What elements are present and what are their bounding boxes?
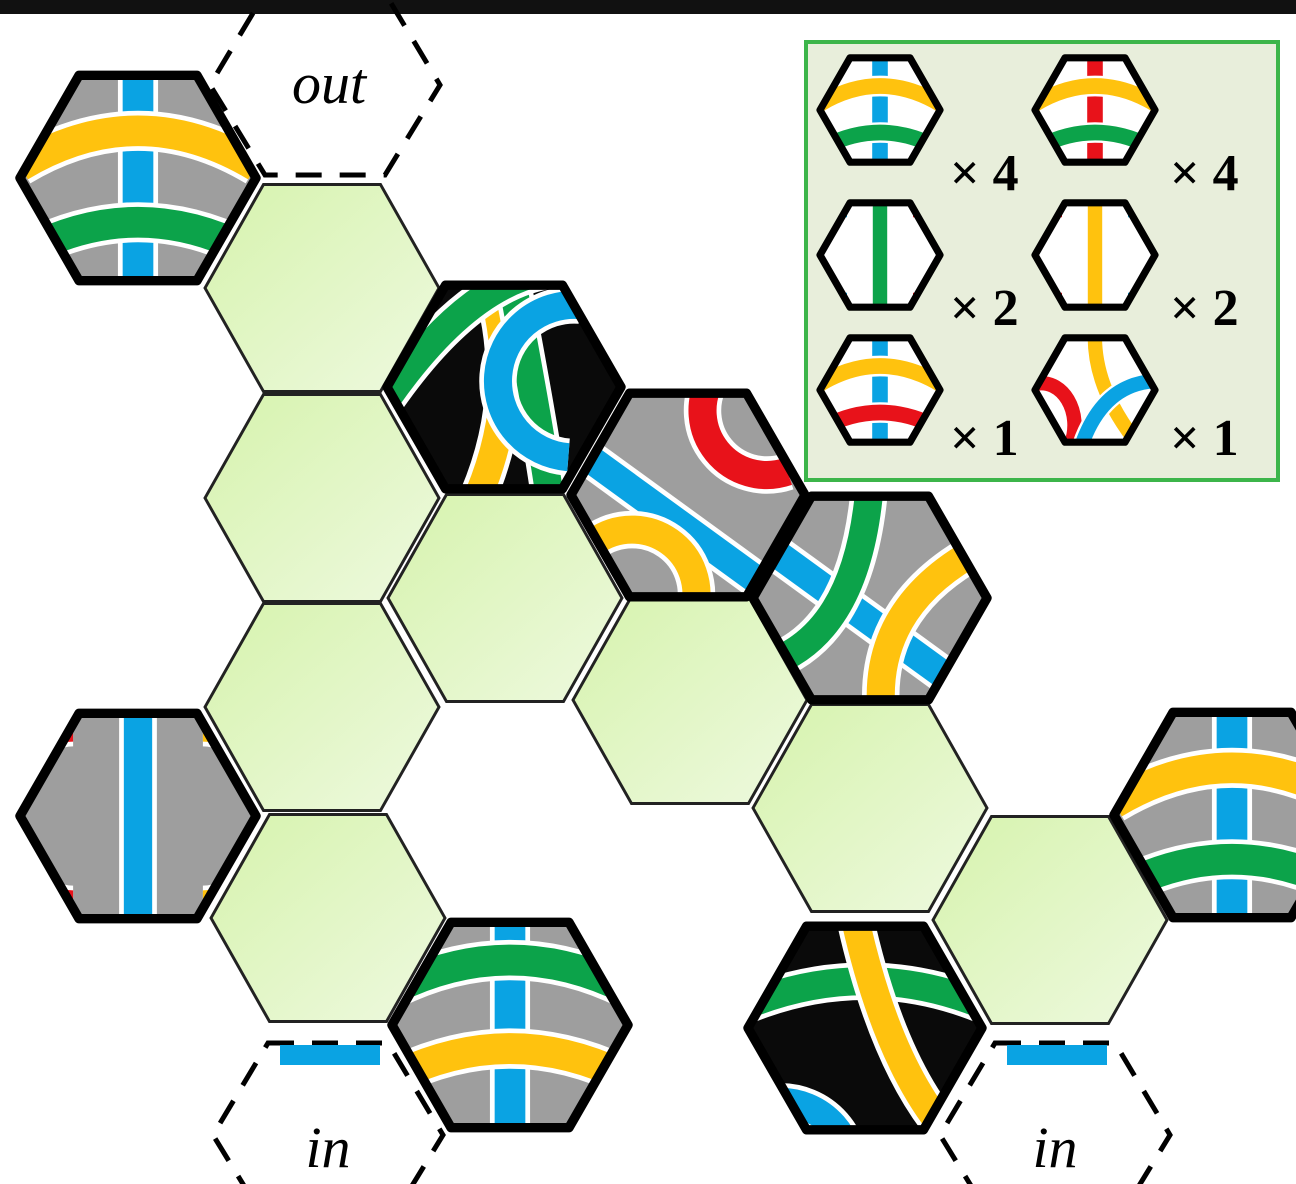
entry-marker [280, 1045, 380, 1065]
empty-slot[interactable] [203, 601, 441, 813]
in-label-right: in [1032, 1115, 1077, 1180]
count-label: × 2 [950, 280, 1019, 337]
in-slot-right: in [937, 1040, 1173, 1184]
placed-tile[interactable] [382, 270, 626, 504]
count-label: × 4 [1170, 145, 1239, 202]
legend-tile-icon [816, 334, 944, 446]
empty-slot[interactable] [386, 492, 624, 704]
tile-inventory-legend: × 4 × 4 × 2 × 2 × 1 × 1 [804, 40, 1280, 482]
top-bar [0, 0, 1296, 14]
count-label: × 4 [950, 145, 1019, 202]
empty-slot[interactable] [203, 392, 441, 604]
empty-slot[interactable] [203, 182, 441, 394]
in-slot-left: in [210, 1040, 446, 1184]
count-label: × 2 [1170, 280, 1239, 337]
empty-slot[interactable] [209, 812, 447, 1024]
entry-marker [1007, 1045, 1107, 1065]
placed-tile[interactable] [387, 907, 633, 1143]
out-slot: out [207, 0, 443, 178]
count-label: × 1 [1170, 410, 1239, 467]
out-label: out [292, 51, 368, 116]
count-label: × 1 [950, 410, 1019, 467]
empty-slot[interactable] [931, 814, 1169, 1026]
in-label-left: in [305, 1115, 350, 1180]
